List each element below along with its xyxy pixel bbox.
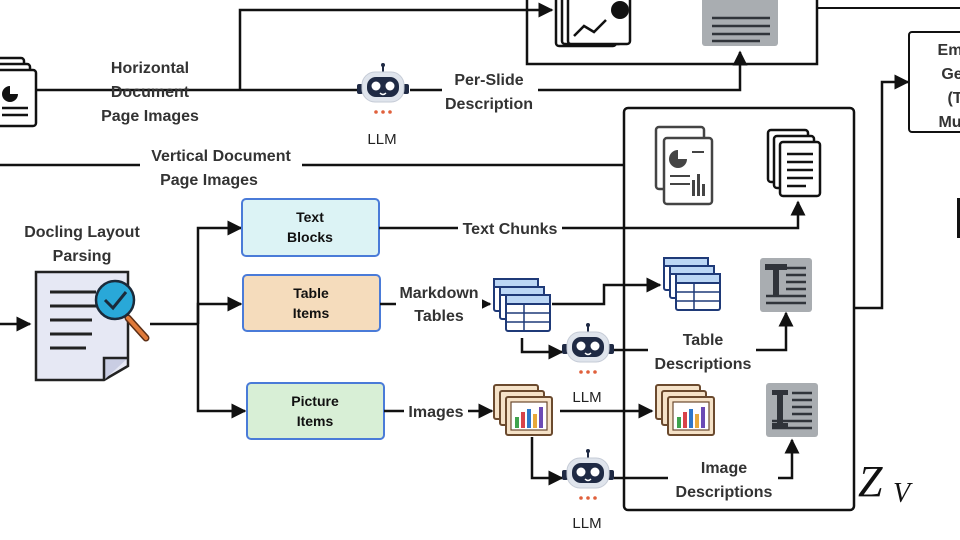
table-items-label-2: Items [293, 305, 330, 321]
markdown-label-1: Markdown [399, 285, 478, 302]
image-desc-label-2: Descriptions [676, 484, 773, 501]
picture-items-box [246, 382, 385, 440]
tables-to-llm-arrow [520, 338, 564, 360]
vertical-label-1: Vertical Document [151, 148, 291, 165]
magnifier-check-icon [94, 279, 150, 342]
slide-chart-icon [554, 0, 632, 48]
per-slide-label-1: Per-Slide [454, 72, 523, 89]
markdown-tables-icon [493, 278, 551, 332]
zv-subscript: V [893, 478, 913, 509]
images-label: Images [408, 404, 463, 421]
picture-items-label-1: Picture [291, 393, 339, 409]
table-text-icon [758, 256, 814, 314]
embed-line-4: Mu [938, 114, 960, 131]
llm-label-table: LLM [572, 389, 601, 406]
vertical-label-2: Page Images [160, 172, 258, 189]
per-slide-label-2: Description [445, 96, 533, 113]
to-table-items-arrow [196, 296, 243, 324]
embed-line-1: Em [938, 42, 960, 59]
text-blocks-box [241, 198, 380, 257]
llm-label-image: LLM [572, 515, 601, 532]
text-blocks-label-2: Blocks [287, 229, 333, 245]
table-desc-label-1: Table [683, 332, 724, 349]
horizontal-label-3: Page Images [101, 108, 199, 125]
to-text-blocks-arrow [196, 220, 243, 324]
table-items-box [242, 274, 381, 332]
docling-label-2: Parsing [53, 248, 112, 265]
text-chunks-stack-icon [766, 128, 822, 198]
horizontal-label-2: Document [111, 84, 190, 101]
image-text-icon [764, 381, 820, 439]
robot-icon [356, 62, 410, 115]
images-to-llm-arrow [530, 437, 564, 486]
horizontal-label-1: Horizontal [111, 60, 189, 77]
image-desc-label-1: Image [701, 460, 747, 477]
table-desc-label-2: Descriptions [655, 356, 752, 373]
slide-description-icon [702, 0, 778, 46]
markdown-label-2: Tables [414, 308, 464, 325]
document-chart-icon [654, 125, 714, 206]
to-slide-panel-arrow [238, 2, 554, 90]
llm-label-top: LLM [367, 131, 396, 148]
text-chunks-label: Text Chunks [463, 221, 558, 238]
table-items-label-1: Table [293, 285, 329, 301]
robot-icon-table [561, 322, 615, 375]
text-blocks-label-1: Text [296, 209, 324, 225]
robot-icon-image [561, 448, 615, 501]
tables-to-panel-arrow [552, 277, 662, 306]
embed-line-3: (T [947, 90, 960, 107]
embed-line-2: Ge [941, 66, 960, 83]
images-icon [493, 384, 553, 436]
zv-symbol: Z [858, 457, 883, 506]
panel-to-embedding-arrow [854, 74, 910, 310]
picture-items-label-2: Items [297, 413, 334, 429]
page-stack-icon [0, 56, 38, 128]
docling-label-1: Docling Layout [24, 224, 140, 241]
to-picture-items-arrow [196, 324, 247, 419]
